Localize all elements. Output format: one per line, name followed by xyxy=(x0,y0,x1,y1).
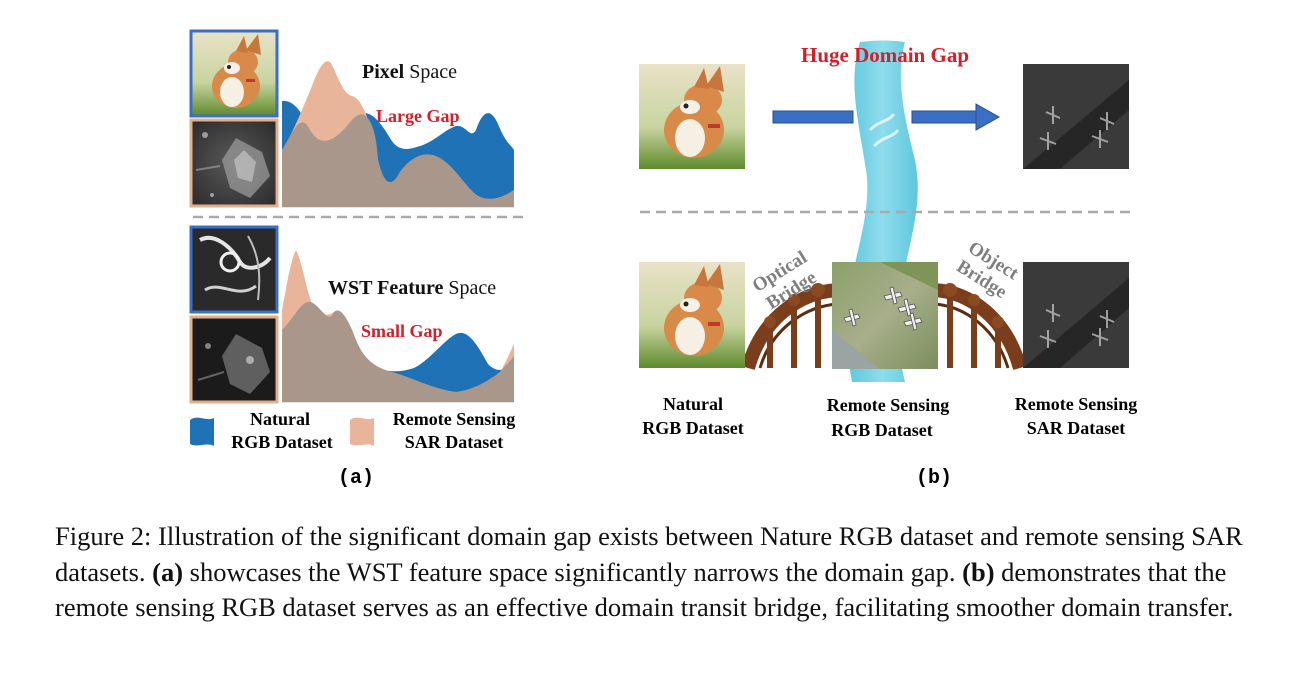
col-rs-rgb-line2: RGB Dataset xyxy=(831,420,933,440)
sublabel-a: (a) xyxy=(338,467,374,490)
large-gap-label: Large Gap xyxy=(376,106,460,126)
legend-natural-line1: Natural xyxy=(250,409,310,429)
wst-image-natural xyxy=(189,225,279,314)
legend-swatch-natural xyxy=(190,417,214,446)
wst-space-title: WST Feature Space xyxy=(328,277,496,299)
optical-bridge-label: OpticalBridge xyxy=(749,247,823,315)
dog-image-top-b xyxy=(639,64,745,169)
dog-image-bottom-b xyxy=(639,262,745,368)
wst-feature-chart: WST Feature Space Small Gap xyxy=(282,250,514,403)
caption-a-label: (a) xyxy=(152,556,184,587)
caption-b-text: demonstrates that the remote sensing RGB… xyxy=(55,556,1234,623)
legend-a: Natural RGB Dataset Remote Sensing SAR D… xyxy=(190,409,515,452)
col-rs-sar-line2: SAR Dataset xyxy=(1027,418,1126,438)
pixel-space-chart: Pixel Space Large Gap xyxy=(282,61,514,208)
col-natural-line2: RGB Dataset xyxy=(642,418,744,438)
figure-2: Pixel Space Large Gap W xyxy=(189,29,1138,490)
col-natural-line1: Natural xyxy=(663,394,723,414)
col-rs-sar-line1: Remote Sensing xyxy=(1015,394,1138,414)
optical-bridge xyxy=(741,283,839,371)
sar-image-bottom-b xyxy=(1023,262,1129,368)
legend-swatch-remote xyxy=(350,417,374,446)
legend-remote-line2: SAR Dataset xyxy=(405,432,504,452)
aerial-rgb-image xyxy=(832,262,938,369)
col-rs-rgb-line1: Remote Sensing xyxy=(827,395,950,415)
caption-prefix: Figure 2: Illustration of the significan… xyxy=(55,521,1243,587)
legend-remote-line1: Remote Sensing xyxy=(393,409,516,429)
caption-a-text: showcases the WST feature space signific… xyxy=(183,556,963,587)
wst-image-sar xyxy=(189,315,279,404)
caption-b-label: (b) xyxy=(962,556,995,587)
panel-a: Pixel Space Large Gap W xyxy=(189,29,528,490)
sar-image-top-b xyxy=(1023,64,1129,169)
sar-image-top-a xyxy=(189,118,279,208)
overlap-distribution-wst xyxy=(282,301,514,402)
dog-image-top-a xyxy=(189,29,279,118)
arrow-left-bar xyxy=(772,110,854,124)
panel-b: Huge Domain Gap xyxy=(639,40,1138,490)
figure-caption: Figure 2: Illustration of the significan… xyxy=(55,519,1255,626)
legend-natural-line2: RGB Dataset xyxy=(231,432,333,452)
small-gap-label: Small Gap xyxy=(361,321,443,341)
pixel-space-title: Pixel Space xyxy=(362,61,457,83)
arrow-right-icon xyxy=(911,103,1001,131)
sublabel-b: (b) xyxy=(916,467,952,490)
object-bridge xyxy=(933,283,1027,371)
huge-gap-label: Huge Domain Gap xyxy=(801,43,969,67)
overlap-distribution-pixel xyxy=(282,114,514,207)
